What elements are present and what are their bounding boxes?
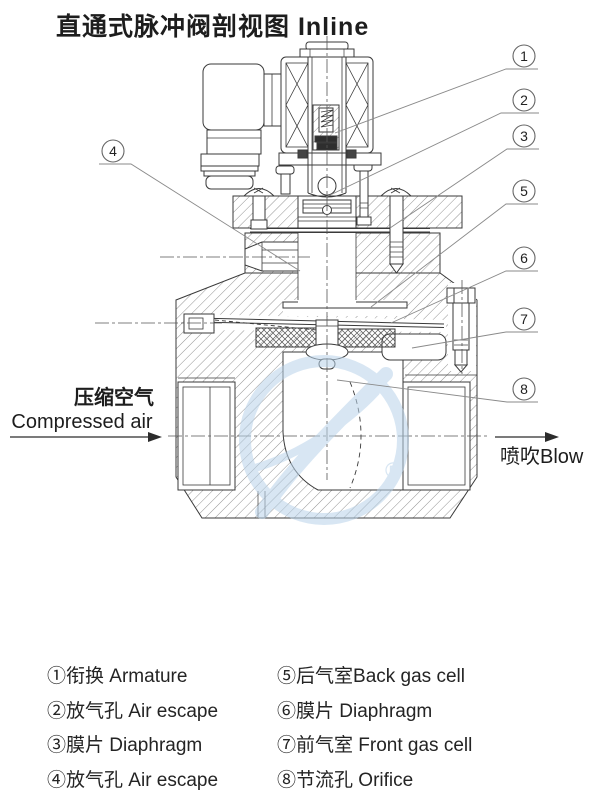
callout-6: 6: [512, 246, 536, 270]
registered-mark: ®: [385, 458, 401, 483]
legend-item-2: ②放气孔 Air escape: [47, 700, 219, 722]
outlet-port: [402, 374, 477, 491]
svg-text:4: 4: [109, 143, 117, 159]
legend-column-left: ①衔换 Armature ②放气孔 Air escape ③膜片 Diaphra…: [47, 660, 218, 798]
inlet-label-cn: 压缩空气: [74, 385, 154, 409]
bonnet: [232, 160, 463, 274]
svg-text:8: 8: [520, 381, 528, 397]
valve-cross-section-diagram: 压缩空气 Compressed air 喷吹Blow ®: [10, 36, 584, 525]
svg-text:3: 3: [520, 128, 528, 144]
outlet-arrow-head: [545, 432, 559, 442]
svg-text:6: 6: [520, 250, 528, 266]
inlet-arrow-head: [148, 432, 162, 442]
callout-5: 5: [512, 179, 536, 203]
callout-8: 8: [512, 377, 536, 401]
diaphragm-pad-right: [336, 328, 396, 348]
watermark-logo: ®: [239, 355, 409, 525]
callout-leaders: [99, 68, 539, 403]
svg-text:1: 1: [520, 48, 528, 64]
callout-7: 7: [512, 307, 536, 331]
svg-text:5: 5: [520, 183, 528, 199]
legend-column-right: ⑤后气室Back gas cell ⑥膜片 Diaphragm ⑦前气室 Fro…: [277, 660, 472, 798]
armature-tube: [307, 57, 347, 198]
legend-item-6: ⑥膜片 Diaphragm: [277, 700, 433, 722]
legend-item-8: ⑧节流孔 Orifice: [277, 769, 414, 791]
din-connector: [200, 63, 282, 190]
legend-item-3: ③膜片 Diaphragm: [47, 735, 203, 757]
pilot-air-pipe: [244, 241, 301, 272]
callout-1: 1: [512, 44, 536, 68]
svg-text:7: 7: [520, 311, 528, 327]
diaphragm-assembly: [183, 300, 446, 370]
bonnet-screw-left: [242, 187, 276, 230]
callout-4: 4: [101, 139, 125, 163]
solenoid-assembly: [200, 41, 382, 198]
solenoid-base-plate: [278, 152, 382, 166]
legend-item-7: ⑦前气室 Front gas cell: [277, 735, 473, 757]
outlet-label: 喷吹Blow: [500, 445, 584, 468]
inlet-port: [177, 377, 236, 491]
inlet-label-en: Compressed air: [11, 411, 153, 433]
callout-bubbles: 1 2 3 4 5 6 7 8: [101, 44, 536, 401]
legend-item-5: ⑤后气室Back gas cell: [277, 666, 465, 687]
page-title: 直通式脉冲阀剖视图 Inline: [56, 13, 370, 41]
diaphragm-pad-left: [255, 327, 319, 348]
legend-item-1: ①衔换 Armature: [47, 666, 188, 687]
callout-3: 3: [512, 124, 536, 148]
bonnet-bolt-right: [379, 187, 413, 274]
flange-bolt-right: [446, 283, 476, 373]
callout-2: 2: [512, 88, 536, 112]
flow-outlet: 喷吹Blow: [495, 432, 584, 468]
flow-inlet: 压缩空气 Compressed air: [10, 385, 162, 442]
svg-text:2: 2: [520, 92, 528, 108]
armature: [312, 104, 340, 151]
legend-item-4: ④放气孔 Air escape: [47, 769, 219, 791]
air-escape-fitting: [183, 313, 215, 334]
